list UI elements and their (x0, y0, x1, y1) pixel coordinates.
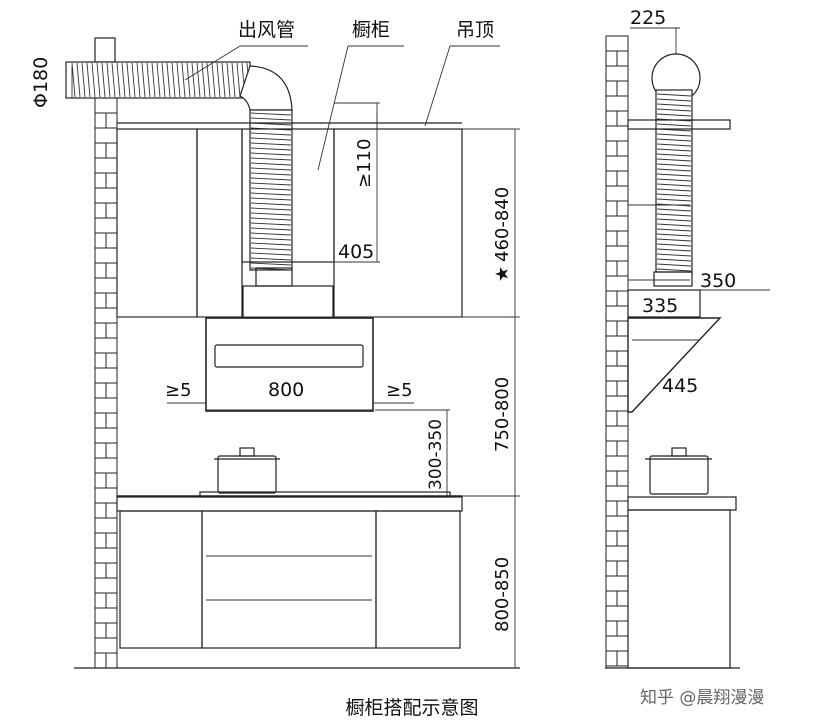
label-hood-to-counter: 750-800 (492, 377, 513, 452)
label-hood-depth: 405 (338, 241, 374, 263)
watermark: 知乎 @晨翔漫漫 (640, 688, 765, 708)
side-hood-body (627, 317, 722, 413)
label-duct-diameter: Φ180 (30, 57, 52, 108)
label-side-top: 225 (630, 7, 666, 29)
label-side-diag: 445 (662, 375, 698, 397)
side-counter (627, 496, 737, 511)
label-duct-outlet: 出风管 (238, 19, 295, 41)
label-ceiling: 吊顶 (456, 19, 494, 41)
duct-outlet-box (94, 37, 116, 63)
label-side-duct: 350 (700, 270, 736, 292)
diagram-caption: 橱柜搭配示意图 (345, 697, 479, 719)
label-min-gap-top: ≥110 (354, 139, 375, 188)
label-hood-width: 800 (268, 379, 304, 401)
label-pot-clearance: 300-350 (426, 419, 446, 490)
side-base-cabinet (627, 509, 731, 669)
label-gap-left: ≥5 (165, 380, 192, 401)
label-gap-right: ≥5 (386, 380, 413, 401)
vertical-duct-side (655, 89, 693, 273)
cooking-pot-side (645, 447, 712, 495)
duct-elbow (239, 65, 293, 111)
label-star-mark: ★ (492, 266, 513, 282)
label-cabinet: 橱柜 (352, 19, 390, 41)
brick-wall-front (94, 97, 118, 669)
cooking-pot-front (214, 447, 280, 494)
brick-wall-side (605, 35, 629, 669)
hood-chimney (242, 285, 334, 319)
vertical-duct-front (249, 109, 293, 271)
side-hood-connector (653, 271, 693, 287)
base-cabinets (116, 496, 463, 649)
side-ceiling-shelf (627, 119, 731, 130)
range-hood-body (205, 317, 374, 412)
side-hood-top-box (627, 289, 701, 318)
hood-connector (255, 267, 293, 287)
label-upper-height: 460-840 (492, 187, 513, 262)
horizontal-duct (65, 61, 251, 99)
label-side-depth: 335 (642, 295, 678, 317)
dimension-lines-front (71, 45, 520, 668)
range-hood-panel (214, 344, 364, 368)
label-counter-height: 800-850 (492, 557, 513, 632)
